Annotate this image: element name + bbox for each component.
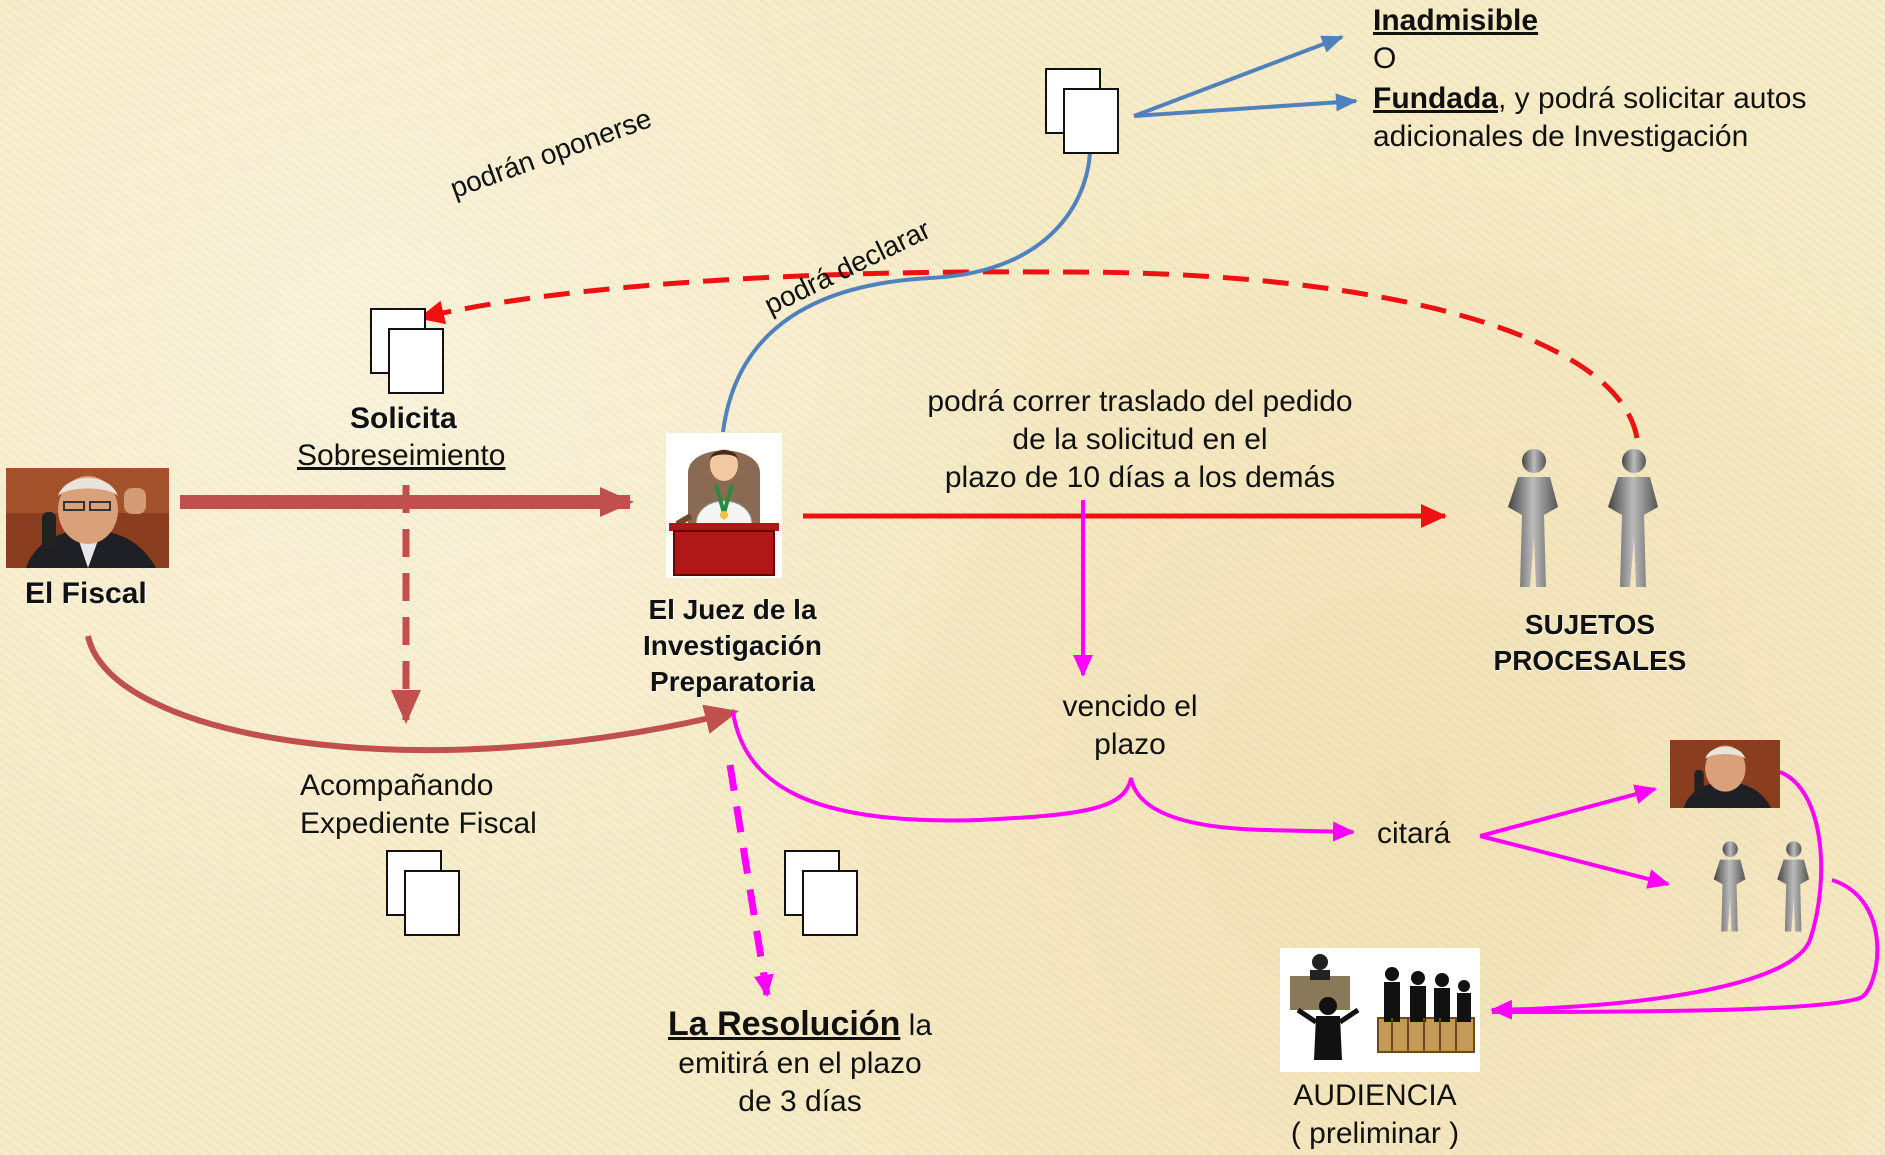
sujetos-to-audiencia-curve <box>1491 878 1880 1014</box>
juez-label-line1: El Juez de la <box>648 594 817 625</box>
fiscal-expediente-curve <box>85 635 739 753</box>
resolucion-line1: La Resolución la <box>640 1005 960 1045</box>
figures-icon <box>1474 447 1694 597</box>
document-icon <box>370 308 444 394</box>
audiencia-line1: AUDIENCIA <box>1293 1079 1457 1112</box>
document-icon <box>386 850 460 936</box>
fundada-arrow <box>1133 93 1358 118</box>
fiscal-to-audiencia-curve <box>1490 770 1824 1020</box>
acompanando-line1: Acompañando <box>300 769 494 802</box>
sujetos-label-line2: PROCESALES <box>1493 645 1687 676</box>
fiscal-label: El Fiscal <box>25 577 147 610</box>
solicita-label: Solicita <box>350 402 457 435</box>
oponerse-dashed-curve <box>418 269 1640 439</box>
resolucion-dashed-arrow <box>726 764 774 997</box>
declarar-curve <box>721 147 1092 433</box>
o-label: O <box>1373 42 1397 75</box>
vencido-line1: vencido el <box>1062 690 1198 723</box>
citara-curve <box>731 711 1355 842</box>
audiencia-line2: ( preliminar ) <box>1290 1117 1460 1150</box>
document-icon <box>1045 68 1119 154</box>
acompanando-label: Acompañando Expediente Fiscal <box>300 767 537 843</box>
fundada-label: Fundada, y podrá solicitar autos <box>1373 80 1806 118</box>
fundada-word: Fundada <box>1373 82 1498 115</box>
citara-sujetos-arrow <box>1479 834 1670 889</box>
audiencia-label: AUDIENCIA ( preliminar ) <box>1265 1077 1485 1153</box>
resolucion-word: La Resolución <box>667 1005 901 1043</box>
courtroom-clipart-icon <box>1280 948 1480 1072</box>
citara-label: citará <box>1377 817 1451 850</box>
judge-clipart-icon <box>666 433 782 578</box>
traslado-line3: plazo de 10 días a los demás <box>944 461 1336 494</box>
acompanando-line2: Expediente Fiscal <box>300 807 537 840</box>
sujetos-label: SUJETOS PROCESALES <box>1465 607 1715 679</box>
traslado-line2: de la solicitud en el <box>1012 423 1268 456</box>
vencido-label: vencido el plazo <box>1030 688 1230 764</box>
citara-fiscal-arrow <box>1479 784 1657 838</box>
sobreseimiento-label: Sobreseimiento <box>297 439 506 472</box>
resolucion-la: la <box>900 1009 933 1042</box>
traslado-line1: podrá correr traslado del pedido <box>927 385 1353 418</box>
fundada-rest: , y podrá solicitar autos <box>1498 82 1807 115</box>
inadmisible-label: Inadmisible <box>1373 4 1539 37</box>
traslado-label: podrá correr traslado del pedido de la s… <box>880 383 1400 497</box>
fundada-line2: adicionales de Investigación <box>1373 120 1749 153</box>
inadmisible-arrow <box>1133 35 1344 118</box>
sujetos-label-line1: SUJETOS <box>1524 609 1656 640</box>
juez-label: El Juez de la Investigación Preparatoria <box>620 592 845 700</box>
fiscal-small-photo-icon <box>1670 740 1780 808</box>
fiscal-photo-icon <box>6 468 169 568</box>
document-icon <box>784 850 858 936</box>
juez-label-line2: Investigación <box>643 630 822 661</box>
juez-label-line3: Preparatoria <box>650 666 815 697</box>
resolucion-line2: emitirá en el plazo <box>678 1047 922 1080</box>
figures-small-icon <box>1692 840 1832 938</box>
vencido-line2: plazo <box>1094 728 1166 761</box>
resolucion-line3: de 3 días <box>738 1085 862 1118</box>
resolucion-label: La Resolución la emitirá en el plazo de … <box>640 1005 960 1121</box>
